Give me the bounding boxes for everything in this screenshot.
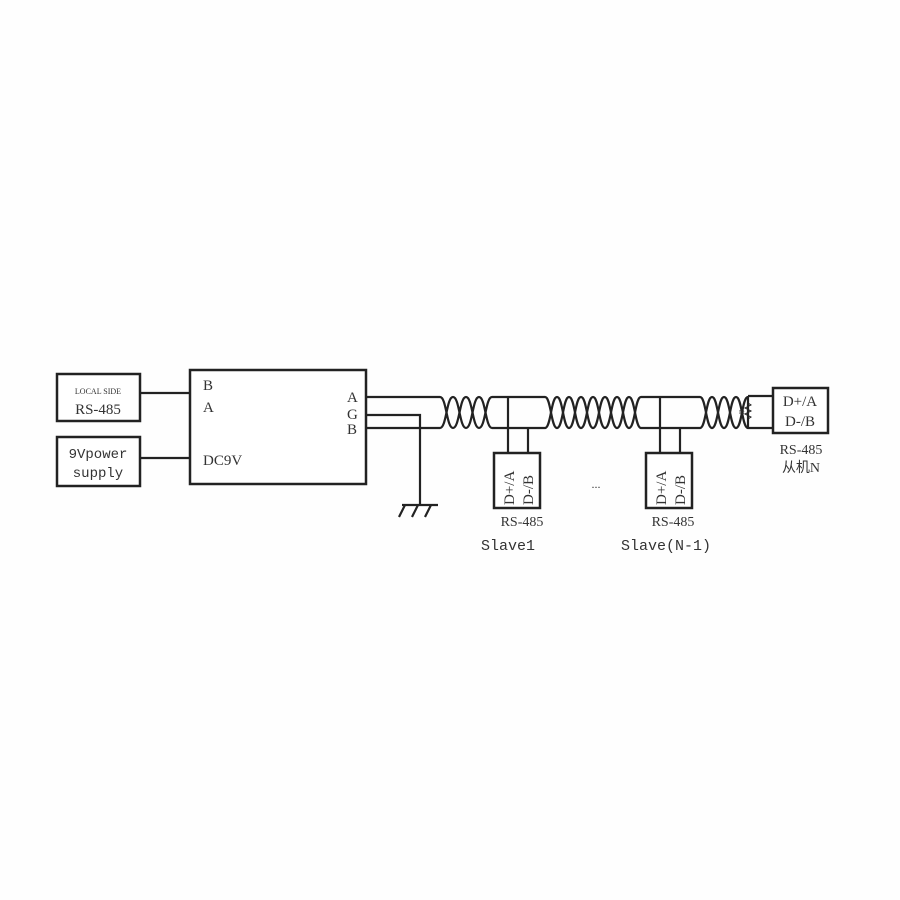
pin-g-out: G — [347, 407, 358, 423]
slave-n1-label-2: Slave(N-1) — [621, 538, 711, 555]
slave-n1-pin-a: D+/A — [654, 471, 670, 505]
twist-wire — [699, 395, 749, 430]
twisted-pair-bus — [366, 395, 749, 430]
slave1-label-1: RS-485 — [501, 515, 544, 530]
slave-n-label-1: RS-485 — [780, 443, 823, 458]
local-rs485-box: LOCAL SIDE RS-485 — [55, 372, 142, 423]
ground-icon — [398, 503, 438, 518]
power-label-2: supply — [73, 466, 123, 482]
slave-n-minus-1-box: D+/A D-/B RS-485 Slave(N-1) — [621, 397, 711, 555]
slave-n-pin-a: D+/A — [783, 394, 817, 410]
power-supply-box: 9Vpower supply — [55, 435, 142, 488]
slave1-box: D+/A D-/B RS-485 Slave1 — [481, 397, 543, 555]
slave1-pin-b: D-/B — [521, 475, 537, 505]
slave1-pin-a: D+/A — [502, 471, 518, 505]
twist-wire — [544, 395, 642, 430]
ground-wire — [366, 413, 422, 505]
slave-n-box: D+/A D-/B RS-485 从机N — [748, 386, 830, 476]
slave1-label-2: Slave1 — [481, 538, 535, 555]
power-label-1: 9Vpower — [69, 447, 128, 463]
twist-wire — [699, 395, 749, 430]
slave-n1-pin-b: D-/B — [673, 475, 689, 505]
pin-dc9v: DC9V — [203, 453, 242, 469]
pin-a-in: A — [203, 400, 214, 416]
local-side-label: LOCAL SIDE — [75, 387, 121, 396]
twist-wire — [439, 395, 493, 430]
twist-wire — [544, 395, 642, 430]
slave-n-label-2: 从机N — [782, 460, 820, 476]
local-rs485-label: RS-485 — [75, 402, 121, 418]
ellipsis: ... — [592, 477, 601, 491]
twist-wire — [439, 395, 493, 430]
slave-n1-label-1: RS-485 — [652, 515, 695, 530]
pin-b-out: B — [347, 422, 357, 438]
terminating-resistor-icon: Rt — [739, 396, 753, 428]
slave-n-pin-b: D-/B — [785, 414, 815, 430]
converter-box: B A DC9V A G B — [188, 368, 368, 486]
pin-b-in: B — [203, 378, 213, 394]
pin-a-out: A — [347, 390, 358, 406]
terminator-label: Rt — [739, 410, 745, 416]
